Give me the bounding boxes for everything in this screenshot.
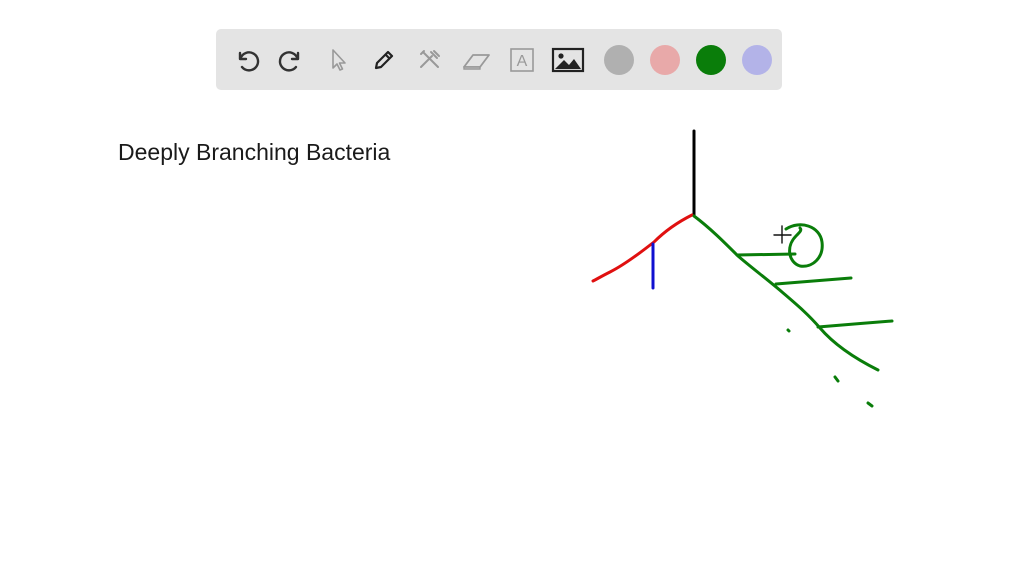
text-button[interactable]: A [504,42,540,78]
image-button[interactable] [550,42,586,78]
canvas-text[interactable]: Deeply Branching Bacteria [118,139,391,165]
text-box-icon: A [510,47,534,72]
color-swatch-pink[interactable] [650,44,680,75]
undo-icon [238,50,260,72]
text-box-glyph: A [517,53,528,70]
color-swatch-lavender[interactable] [742,44,772,75]
image-icon [551,47,585,72]
pen-button[interactable] [366,42,402,78]
color-swatch-green[interactable] [696,44,726,75]
redo-icon [278,50,300,72]
ink-stroke-green-loop [784,223,824,268]
color-swatch-gray[interactable] [604,44,634,75]
ink-stroke-green-branch-1 [735,252,797,257]
eraser-icon [463,53,490,70]
ink-dot-1 [786,328,791,333]
ink-stroke-green-main [692,214,880,372]
redo-button[interactable] [274,42,310,78]
ink-dot-3 [866,401,874,408]
pen-icon [374,50,394,69]
select-pointer-icon [332,48,346,71]
undo-button[interactable] [228,42,264,78]
ink-stroke-green-branch-2 [774,276,853,286]
toolbar: A [216,29,782,90]
crosshair-cursor-icon [773,225,792,244]
ink-stroke-green-branch-3 [816,319,894,329]
tools-button[interactable] [412,42,448,78]
select-button[interactable] [320,42,356,78]
tools-icon [420,49,440,68]
ink-dot-2 [833,375,840,383]
eraser-button[interactable] [458,42,494,78]
ink-stroke-red-branch [591,213,694,283]
